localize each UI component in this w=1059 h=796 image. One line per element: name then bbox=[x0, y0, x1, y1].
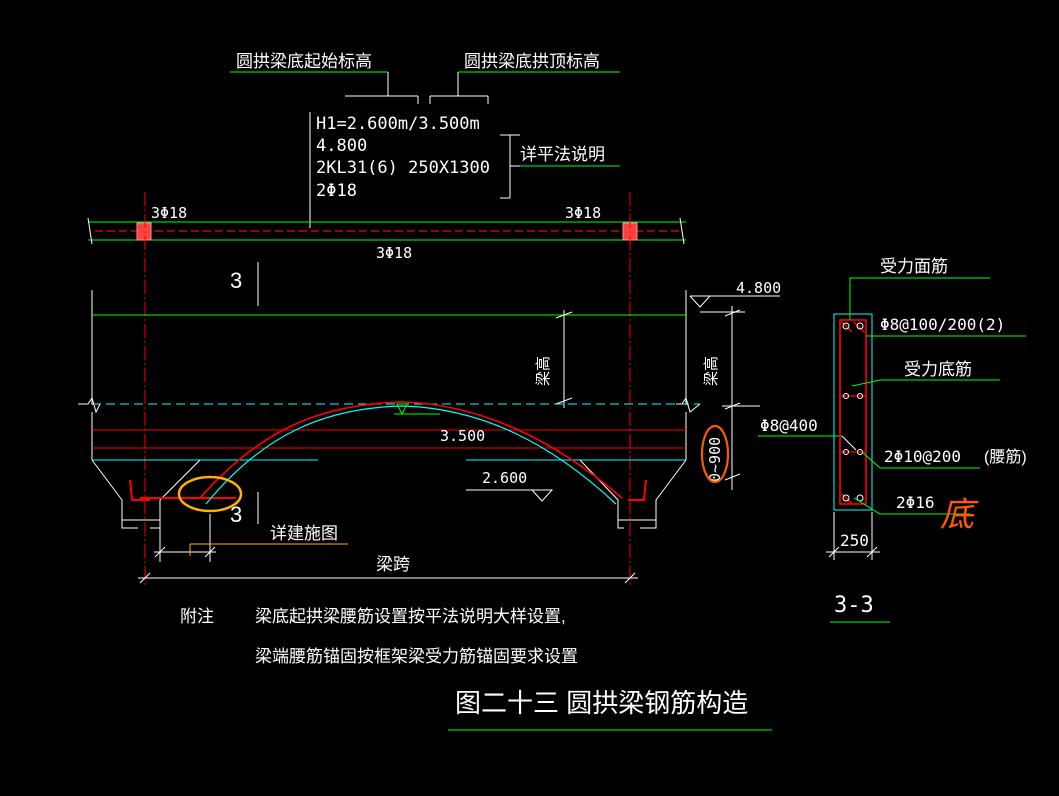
elevation-leaders bbox=[230, 71, 620, 104]
section-mark-top: 3 bbox=[230, 268, 242, 293]
span-dims bbox=[138, 514, 638, 584]
beam-height-dims bbox=[555, 306, 760, 490]
section-mark-bottom: 3 bbox=[230, 502, 242, 527]
crown-elevation-label: 圆拱梁底拱顶标高 bbox=[464, 52, 600, 71]
elev-start-label: 2.600 bbox=[482, 469, 527, 487]
elev-top-label: 4.800 bbox=[736, 279, 781, 297]
annotation-block bbox=[309, 112, 520, 228]
note-title: 附注 bbox=[180, 607, 214, 626]
note-line-1: 梁底起拱梁腰筋设置按平法说明大样设置, bbox=[255, 607, 566, 626]
waist-spacing-label: Φ8@400 bbox=[760, 416, 818, 435]
sec-name-label: 3-3 bbox=[834, 593, 874, 618]
beam-elevation bbox=[78, 290, 701, 529]
sec-top-bar-label: 受力面筋 bbox=[880, 257, 948, 276]
sec-stirrup-label: Φ8@100/200(2) bbox=[880, 315, 1005, 334]
annotation-line-1: H1=2.600m/3.500m bbox=[316, 114, 480, 134]
handwritten-mark: 底 bbox=[940, 496, 979, 534]
sec-bottom-count-label: 2Φ16 bbox=[896, 493, 935, 512]
top-bar-bottom-label: 3Φ18 bbox=[376, 244, 412, 262]
sec-width-label: 250 bbox=[840, 531, 869, 550]
construction-ref: 详建施图 bbox=[270, 524, 338, 543]
span-label: 梁跨 bbox=[376, 555, 410, 574]
elevation-marks bbox=[466, 295, 780, 502]
annotation-line-3: 2KL31(6) 250X1300 bbox=[316, 158, 490, 178]
pingfa-note: 详平法说明 bbox=[520, 145, 605, 164]
section-3-3 bbox=[826, 277, 1026, 623]
beam-height-mid: 梁高 bbox=[535, 356, 552, 386]
sec-waist-bar-label: 2Φ10@200 bbox=[884, 447, 961, 466]
start-elevation-label: 圆拱梁底起始标高 bbox=[236, 52, 372, 71]
annotation-line-2: 4.800 bbox=[316, 136, 367, 156]
sec-waist-note: (腰筋) bbox=[984, 448, 1027, 466]
sec-bottom-bar-label: 受力底筋 bbox=[904, 360, 972, 379]
markup-circle-dim bbox=[700, 424, 730, 484]
top-bar-right-label: 3Φ18 bbox=[565, 204, 601, 222]
note-line-2: 梁端腰筋锚固按框架梁受力筋锚固要求设置 bbox=[255, 647, 578, 666]
markup-circle-detail bbox=[177, 475, 243, 513]
dim-range-label: 0~900 bbox=[706, 437, 724, 482]
annotation-line-4: 2Φ18 bbox=[316, 181, 357, 201]
beam-height-right: 梁高 bbox=[703, 356, 720, 386]
figure-title: 图二十三 圆拱梁钢筋构造 bbox=[455, 688, 748, 718]
elev-crown-label: 3.500 bbox=[440, 427, 485, 445]
top-bar-left-label: 3Φ18 bbox=[151, 204, 187, 222]
